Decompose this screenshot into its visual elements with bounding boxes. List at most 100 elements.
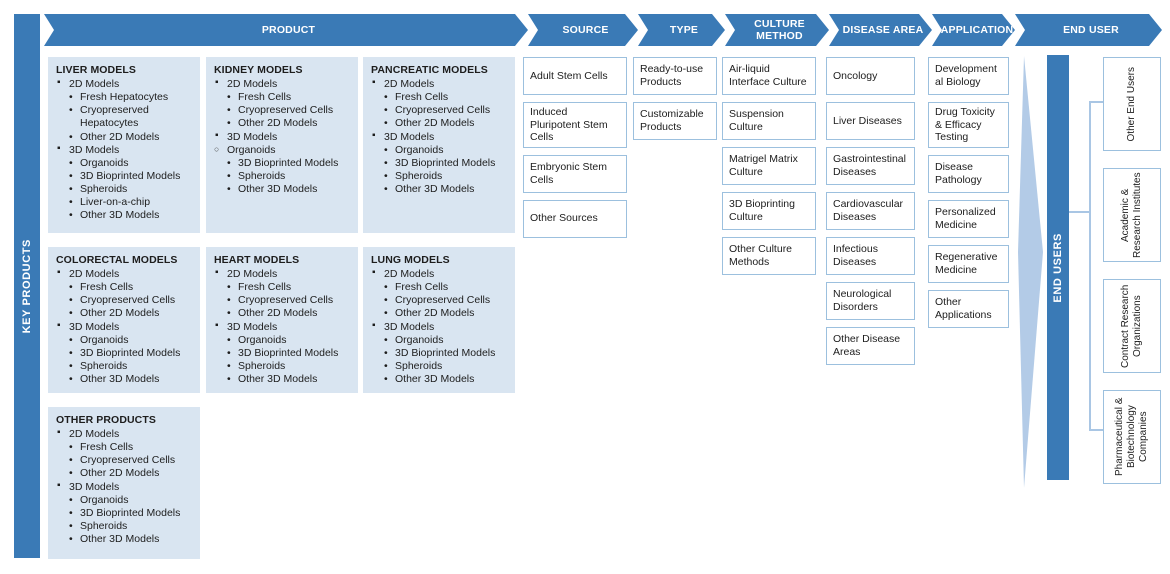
disease-area-option-box: Oncology: [826, 57, 915, 95]
product-group-other-products: OTHER PRODUCTS 2D ModelsFresh CellsCryop…: [48, 407, 200, 559]
product-list-item-label: Cryopreserved Cells: [238, 104, 334, 117]
product-list-item-label: Other 2D Models: [80, 307, 160, 320]
product-list-item-label: Other 2D Models: [395, 307, 475, 320]
product-list-item: Fresh Cells: [371, 281, 507, 294]
product-group-list: 2D ModelsFresh CellsCryopreserved CellsO…: [56, 427, 192, 546]
product-list-item: Organoids: [56, 157, 192, 170]
source-option-label: Other Sources: [530, 212, 598, 225]
end-user-label: Pharmaceutical & Biotechnology Companies: [1114, 397, 1149, 477]
product-group-pancreatic-models: PANCREATIC MODELS 2D ModelsFresh CellsCr…: [363, 57, 515, 233]
product-list-item: 2D Models: [56, 267, 192, 281]
key-products-bar: KEY PRODUCTS: [14, 14, 40, 558]
product-list-item: 3D Bioprinted Models: [214, 347, 350, 360]
header-culture-method: CULTURE METHOD: [725, 14, 829, 46]
header-product: PRODUCT: [44, 14, 528, 46]
header-application-label: APPLICATION: [940, 23, 1014, 36]
product-list-item-label: Spheroids: [395, 169, 443, 182]
product-list-item: Spheroids: [371, 170, 507, 183]
product-list-item: Other 2D Models: [214, 307, 350, 320]
culture-method-option-box: Air-liquid Interface Culture: [722, 57, 816, 95]
application-option-box: Drug Toxicity & Efficacy Testing: [928, 102, 1009, 148]
product-group-title: OTHER PRODUCTS: [56, 414, 156, 426]
product-group-title: KIDNEY MODELS: [214, 64, 303, 76]
culture-method-option-label: Matrigel Matrix Culture: [729, 153, 798, 178]
product-group-colorectal-models: COLORECTAL MODELS 2D ModelsFresh CellsCr…: [48, 247, 200, 393]
product-group-liver-models: LIVER MODELS 2D ModelsFresh HepatocytesC…: [48, 57, 200, 233]
header-type: TYPE: [638, 14, 725, 46]
product-list-item-label: 2D Models: [69, 268, 120, 280]
product-list-item-label: Other 2D Models: [238, 117, 318, 130]
application-option-box: Personalized Medicine: [928, 199, 1009, 238]
product-list-item-label: Other 3D Models: [80, 373, 160, 385]
application-option-label: Disease Pathology: [935, 161, 982, 186]
application-option-label: Developmental Biology: [935, 63, 997, 88]
product-list-item: Other 2D Models: [56, 131, 192, 144]
product-list-item: 3D Bioprinted Models: [56, 170, 192, 183]
type-option-label: Customizable Products: [640, 108, 704, 133]
product-list-item: Other 2D Models: [371, 307, 507, 320]
connector-line-middle: [1069, 211, 1090, 213]
end-user-label: Contract Research Organizations: [1120, 284, 1143, 368]
culture-method-option-label: Suspension Culture: [729, 108, 784, 133]
disease-area-option-box: Other Disease Areas: [826, 327, 915, 365]
culture-method-option-label: Other Culture Methods: [729, 243, 793, 268]
product-group-title: PANCREATIC MODELS: [371, 64, 488, 76]
disease-area-option-label: Liver Diseases: [833, 114, 902, 127]
source-option-box: Adult Stem Cells: [523, 57, 627, 95]
product-group-list: 2D ModelsFresh CellsCryopreserved CellsO…: [214, 77, 350, 196]
culture-method-option-label: 3D Bioprinting Culture: [729, 198, 795, 223]
product-list-item: Organoids: [371, 334, 507, 347]
product-list-item-label: Organoids: [395, 143, 444, 156]
product-column-2: KIDNEY MODELS 2D ModelsFresh CellsCryopr…: [206, 57, 358, 393]
product-list-item-label: Cryopreserved Cells: [395, 104, 491, 117]
application-option-label: Drug Toxicity & Efficacy Testing: [935, 106, 995, 144]
product-list-item: 3D Models: [56, 479, 192, 494]
culture-method-option-label: Air-liquid Interface Culture: [729, 63, 807, 88]
header-end-user: END USER: [1015, 14, 1162, 46]
product-list-item-label: Fresh Hepatocytes: [80, 91, 169, 104]
product-list-item: Cryopreserved Cells: [214, 294, 350, 307]
header-end-user-label: END USER: [1063, 23, 1119, 36]
product-list-item: Cryopreserved Cells: [371, 294, 507, 307]
type-option-box: Customizable Products: [633, 102, 717, 140]
product-list-item-label: 3D Bioprinted Models: [395, 346, 496, 359]
header-application: APPLICATION: [932, 14, 1015, 46]
product-list-item: 2D Models: [371, 77, 507, 91]
product-list-item: Fresh Cells: [214, 281, 350, 294]
product-list-item: Cryopreserved Cells: [214, 104, 350, 117]
header-source: SOURCE: [528, 14, 638, 46]
product-list-item: Fresh Cells: [214, 91, 350, 104]
source-option-box: Other Sources: [523, 199, 627, 238]
application-option-label: Regenerative Medicine: [935, 251, 998, 276]
product-list-item: Fresh Cells: [371, 91, 507, 104]
product-list-item-label: Liver-on-a-chip: [80, 196, 151, 209]
product-list-item: 3D Models: [56, 319, 192, 334]
source-option-box: Embryonic Stem Cells: [523, 154, 627, 193]
product-list-item-label: Spheroids: [395, 359, 443, 372]
product-list-item-label: Organoids: [395, 333, 444, 346]
product-list-item-label: 2D Models: [69, 78, 120, 90]
product-list-item-label: Other 3D Models: [238, 183, 318, 195]
product-list-item: 2D Models: [56, 427, 192, 441]
product-list-item: 3D Bioprinted Models: [56, 507, 192, 520]
product-list-item-label: Organoids: [80, 333, 129, 346]
product-list-item: Cryopreserved Cells: [371, 104, 507, 117]
source-option-label: Embryonic Stem Cells: [530, 161, 608, 186]
product-list-item: Other 3D Models: [56, 373, 192, 386]
product-list-item: 2D Models: [371, 267, 507, 281]
product-list-item-label: Spheroids: [238, 359, 286, 372]
product-list-item-label: 3D Bioprinted Models: [395, 156, 496, 169]
culture-method-option-box: Suspension Culture: [722, 102, 816, 140]
disease-area-option-label: Neurological Disorders: [833, 288, 892, 313]
product-list-item: Other 2D Models: [56, 307, 192, 320]
disease-area-option-label: Infectious Diseases: [833, 243, 878, 268]
product-group-kidney-models: KIDNEY MODELS 2D ModelsFresh CellsCryopr…: [206, 57, 358, 233]
product-list-item-label: Other 2D Models: [80, 130, 160, 143]
disease-area-option-label: Oncology: [833, 69, 878, 82]
product-list-item-label: Organoids: [80, 156, 129, 169]
product-list-item: 3D Models: [371, 319, 507, 334]
product-list-item: Other 3D Models: [56, 533, 192, 546]
